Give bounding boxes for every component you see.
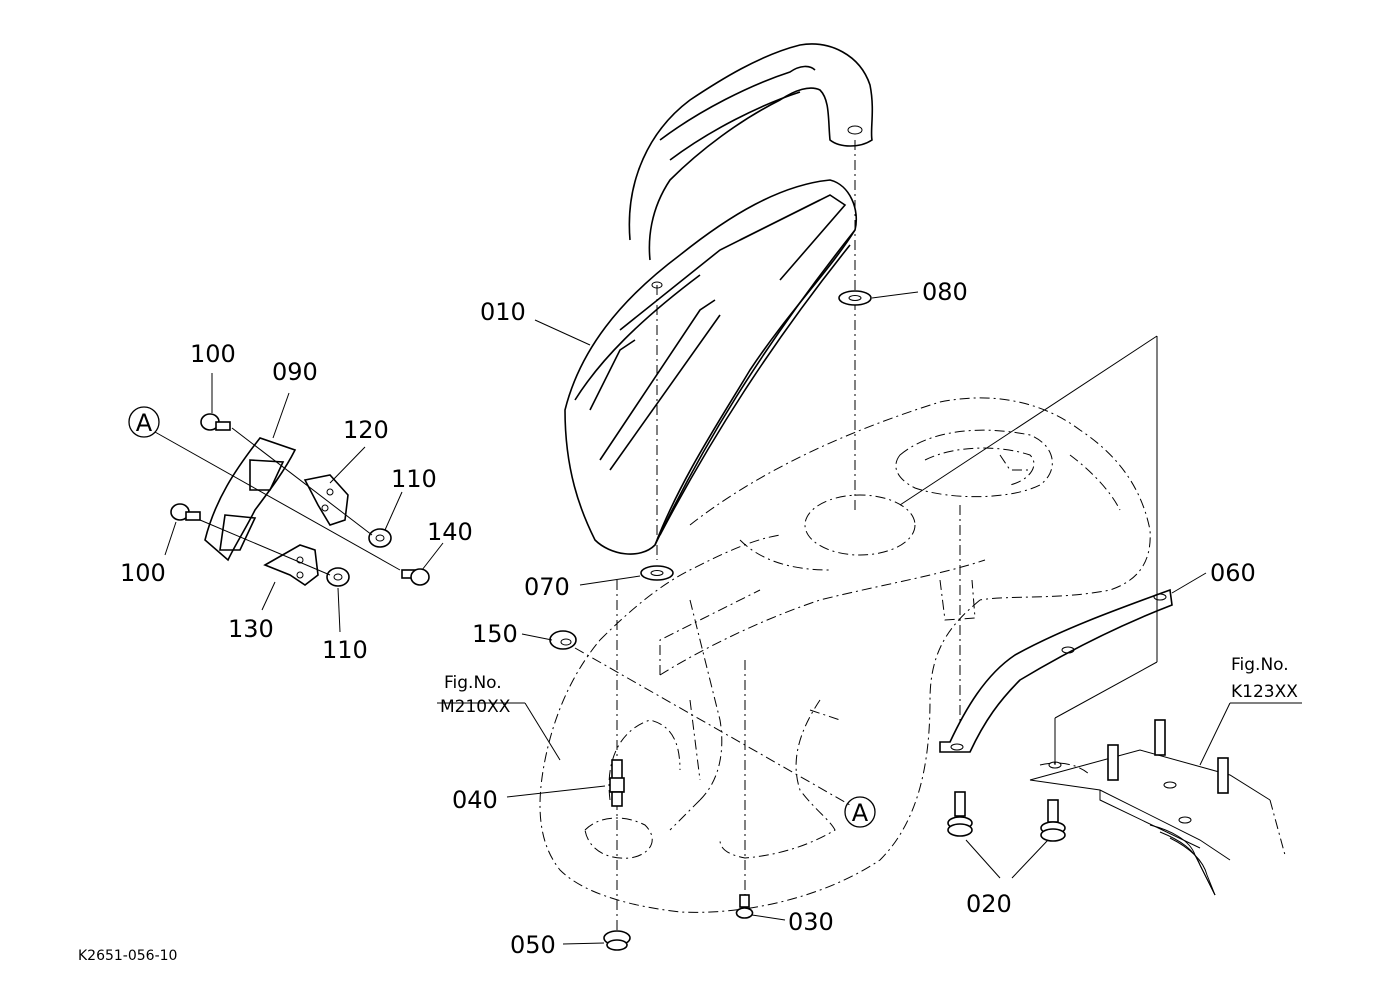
label-020: 020	[966, 890, 1012, 918]
fig-ref-right-line2: K123XX	[1231, 682, 1298, 702]
frame-bracket	[1029, 702, 1302, 896]
detail-a-assembly	[154, 413, 430, 587]
washer-080	[838, 290, 872, 306]
fender-body	[539, 397, 1151, 913]
fig-ref-left-line1: Fig.No.	[444, 673, 502, 693]
label-060: 060	[1210, 559, 1256, 587]
part-labels: 010 080 070 150 040 050 030 020 060 100 …	[120, 278, 1256, 959]
stud-bolt-040	[609, 759, 625, 807]
label-120: 120	[343, 416, 389, 444]
callout-letter: A	[136, 409, 153, 437]
label-030: 030	[788, 908, 834, 936]
label-010: 010	[480, 298, 526, 326]
screw-030	[735, 894, 754, 919]
label-080: 080	[922, 278, 968, 306]
label-070: 070	[524, 573, 570, 601]
leader-lines	[164, 291, 1207, 945]
label-090: 090	[272, 358, 318, 386]
label-130: 130	[228, 615, 274, 643]
nut-050	[603, 930, 631, 951]
stay-060	[899, 335, 1173, 765]
grab-handle-010	[564, 43, 874, 555]
label-110-bottom: 110	[322, 636, 368, 664]
callout-letter: A	[852, 799, 869, 827]
label-110-top: 110	[391, 465, 437, 493]
label-150: 150	[472, 620, 518, 648]
washer-070	[640, 565, 674, 581]
fig-ref-left: Fig.No. M210XX	[440, 673, 511, 717]
label-050: 050	[510, 931, 556, 959]
label-140: 140	[427, 518, 473, 546]
callout-a-right: A	[844, 796, 876, 828]
fig-ref-right-line1: Fig.No.	[1231, 655, 1289, 675]
label-040: 040	[452, 786, 498, 814]
fig-ref-left-line2: M210XX	[440, 697, 511, 717]
label-100-bottom: 100	[120, 559, 166, 587]
assembly-centre-lines	[616, 140, 961, 935]
callout-a-left: A	[128, 406, 160, 438]
drawing-code: K2651-056-10	[78, 948, 177, 964]
label-100-top: 100	[190, 340, 236, 368]
grommet-150	[549, 630, 851, 806]
fig-ref-right: Fig.No. K123XX	[1231, 655, 1298, 702]
bolts-020	[947, 791, 1066, 879]
